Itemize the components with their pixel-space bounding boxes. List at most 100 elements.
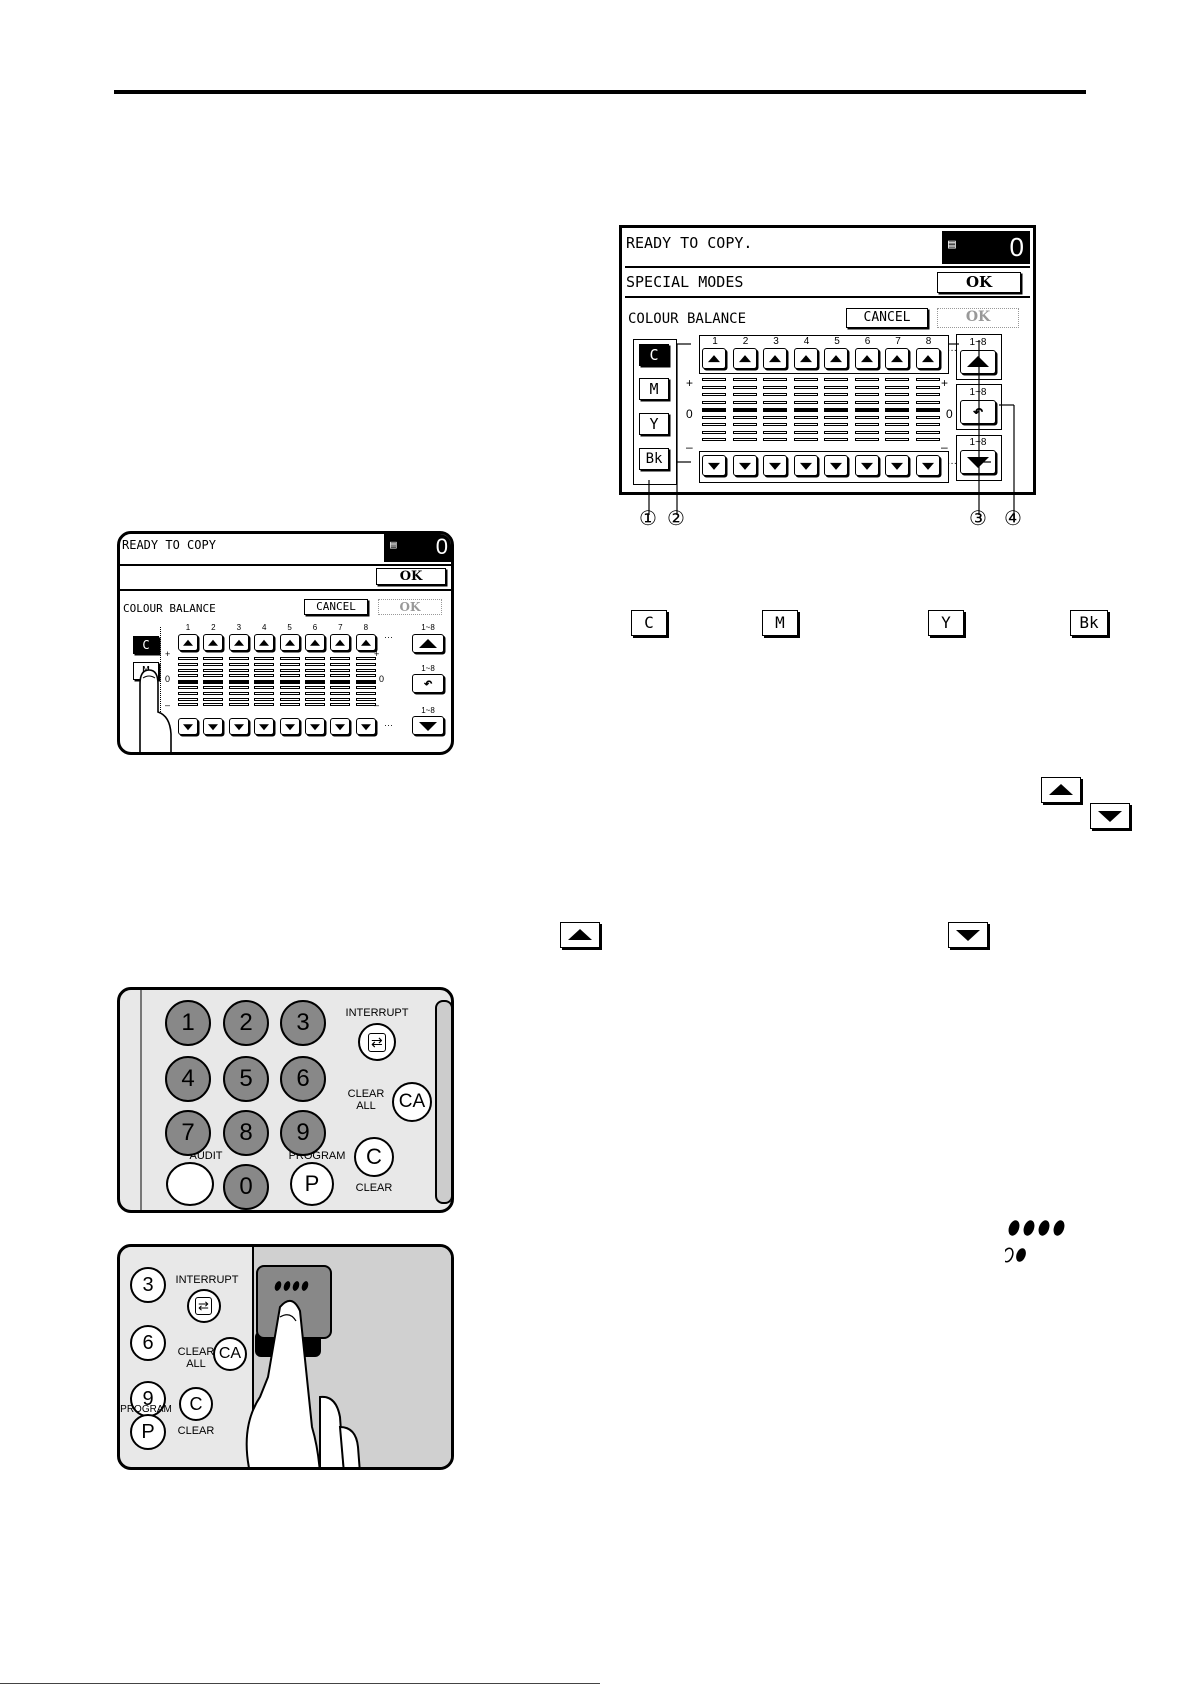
level-down-button[interactable] (254, 718, 275, 735)
clear-all-button[interactable]: CA (213, 1337, 247, 1371)
colour-button-bk[interactable]: Bk (639, 448, 669, 470)
level-up-button[interactable] (305, 634, 325, 651)
number-key-0[interactable]: 0 (223, 1164, 269, 1210)
level-up-button[interactable] (793, 348, 818, 369)
ellipsis: ··· (384, 632, 393, 642)
full-colour-indicator-icon (1005, 1220, 1065, 1263)
number-key-8[interactable]: 8 (223, 1110, 269, 1156)
range-label: 1~8 (969, 337, 987, 348)
level-down-button[interactable] (178, 718, 198, 735)
zero-label: 0 (946, 407, 953, 421)
range-label: 1~8 (969, 437, 987, 448)
level-bar (355, 657, 376, 660)
clear-all-label: CLEAR ALL (347, 1088, 385, 1112)
level-bar (203, 691, 224, 695)
level-up-button[interactable] (178, 634, 198, 651)
level-down-button[interactable] (279, 718, 300, 735)
level-down-button[interactable] (305, 718, 325, 735)
level-down-button[interactable] (885, 455, 909, 476)
level-up-button[interactable] (228, 634, 249, 651)
number-key-2[interactable]: 2 (223, 1000, 269, 1046)
minus-sign: – (165, 700, 171, 710)
up-arrow-icon (568, 928, 592, 940)
level-bar (793, 430, 818, 434)
level-up-button[interactable] (330, 634, 351, 651)
level-down-button[interactable] (824, 455, 848, 476)
colour-button-c[interactable]: C (639, 344, 669, 366)
clear-all-button[interactable]: CA (392, 1082, 432, 1122)
level-up-button[interactable] (915, 348, 940, 369)
level-down-button[interactable] (702, 455, 726, 476)
level-up-button[interactable] (885, 348, 909, 369)
level-down-button[interactable] (763, 455, 787, 476)
clear-button[interactable]: C (179, 1387, 213, 1421)
down-arrow-icon (208, 723, 219, 730)
number-key-7[interactable]: 7 (165, 1110, 211, 1156)
level-down-button[interactable] (854, 455, 879, 476)
level-bar (279, 680, 300, 685)
number-key-3[interactable]: 3 (130, 1267, 166, 1303)
reset-levels-button[interactable]: ↶ (960, 400, 996, 424)
number-key-6[interactable]: 6 (130, 1325, 166, 1361)
up-arrow-icon (284, 639, 295, 646)
interrupt-button[interactable]: ⇄ (358, 1023, 396, 1061)
audit-button[interactable] (166, 1162, 214, 1206)
number-key-9[interactable]: 9 (280, 1110, 326, 1156)
level-bar (732, 378, 757, 381)
level-bar (254, 657, 275, 660)
ok-button[interactable]: OK (376, 568, 446, 585)
all-levels-up-button[interactable] (412, 634, 444, 653)
level-bar (178, 680, 198, 685)
level-number: 4 (803, 336, 810, 347)
level-up-button[interactable] (854, 348, 879, 369)
cancel-button[interactable]: CANCEL (846, 308, 928, 328)
level-down-button[interactable] (330, 718, 351, 735)
level-up-button[interactable] (824, 348, 848, 369)
reset-levels-button[interactable]: ↶ (412, 674, 444, 693)
level-down-button[interactable] (355, 718, 376, 735)
up-arrow-icon (360, 639, 371, 646)
level-bar (885, 423, 909, 426)
level-number: 3 (236, 623, 242, 632)
colour-button-c[interactable]: C (133, 636, 159, 654)
divider (160, 627, 162, 752)
down-arrow-icon (1098, 811, 1122, 823)
colour-button-y[interactable]: Y (639, 413, 669, 435)
clear-button[interactable]: C (354, 1137, 394, 1177)
level-up-button[interactable] (702, 348, 726, 369)
level-up-button[interactable] (254, 634, 275, 651)
level-down-button[interactable] (915, 455, 940, 476)
interrupt-button[interactable]: ⇄ (187, 1289, 221, 1323)
number-key-6[interactable]: 6 (280, 1056, 326, 1102)
all-levels-up-button[interactable] (960, 350, 996, 374)
level-down-button[interactable] (228, 718, 249, 735)
number-key-5[interactable]: 5 (223, 1056, 269, 1102)
cancel-button[interactable]: CANCEL (304, 599, 368, 615)
level-up-button[interactable] (355, 634, 376, 651)
program-button[interactable]: P (130, 1414, 166, 1450)
number-key-3[interactable]: 3 (280, 1000, 326, 1046)
level-up-button[interactable] (203, 634, 224, 651)
level-up-button[interactable] (763, 348, 787, 369)
level-down-button[interactable] (203, 718, 224, 735)
level-bar (915, 408, 940, 412)
number-key-1[interactable]: 1 (165, 1000, 211, 1046)
level-down-button[interactable] (793, 455, 818, 476)
level-up-button[interactable] (279, 634, 300, 651)
all-levels-down-button[interactable] (960, 450, 996, 474)
level-bar (885, 378, 909, 381)
level-bar (854, 400, 879, 404)
program-button[interactable]: P (290, 1162, 334, 1206)
level-bar (178, 686, 198, 689)
special-modes-ok-button[interactable]: OK (937, 272, 1021, 293)
level-down-button[interactable] (732, 455, 757, 476)
level-bar (824, 385, 848, 389)
colour-button-m[interactable]: M (639, 378, 669, 400)
zero-label: 0 (165, 674, 171, 684)
level-up-button[interactable] (732, 348, 757, 369)
number-key-4[interactable]: 4 (165, 1056, 211, 1102)
level-number: 4 (261, 623, 267, 632)
level-bar (732, 400, 757, 404)
all-levels-down-button[interactable] (412, 716, 444, 735)
down-arrow-icon (233, 723, 244, 730)
